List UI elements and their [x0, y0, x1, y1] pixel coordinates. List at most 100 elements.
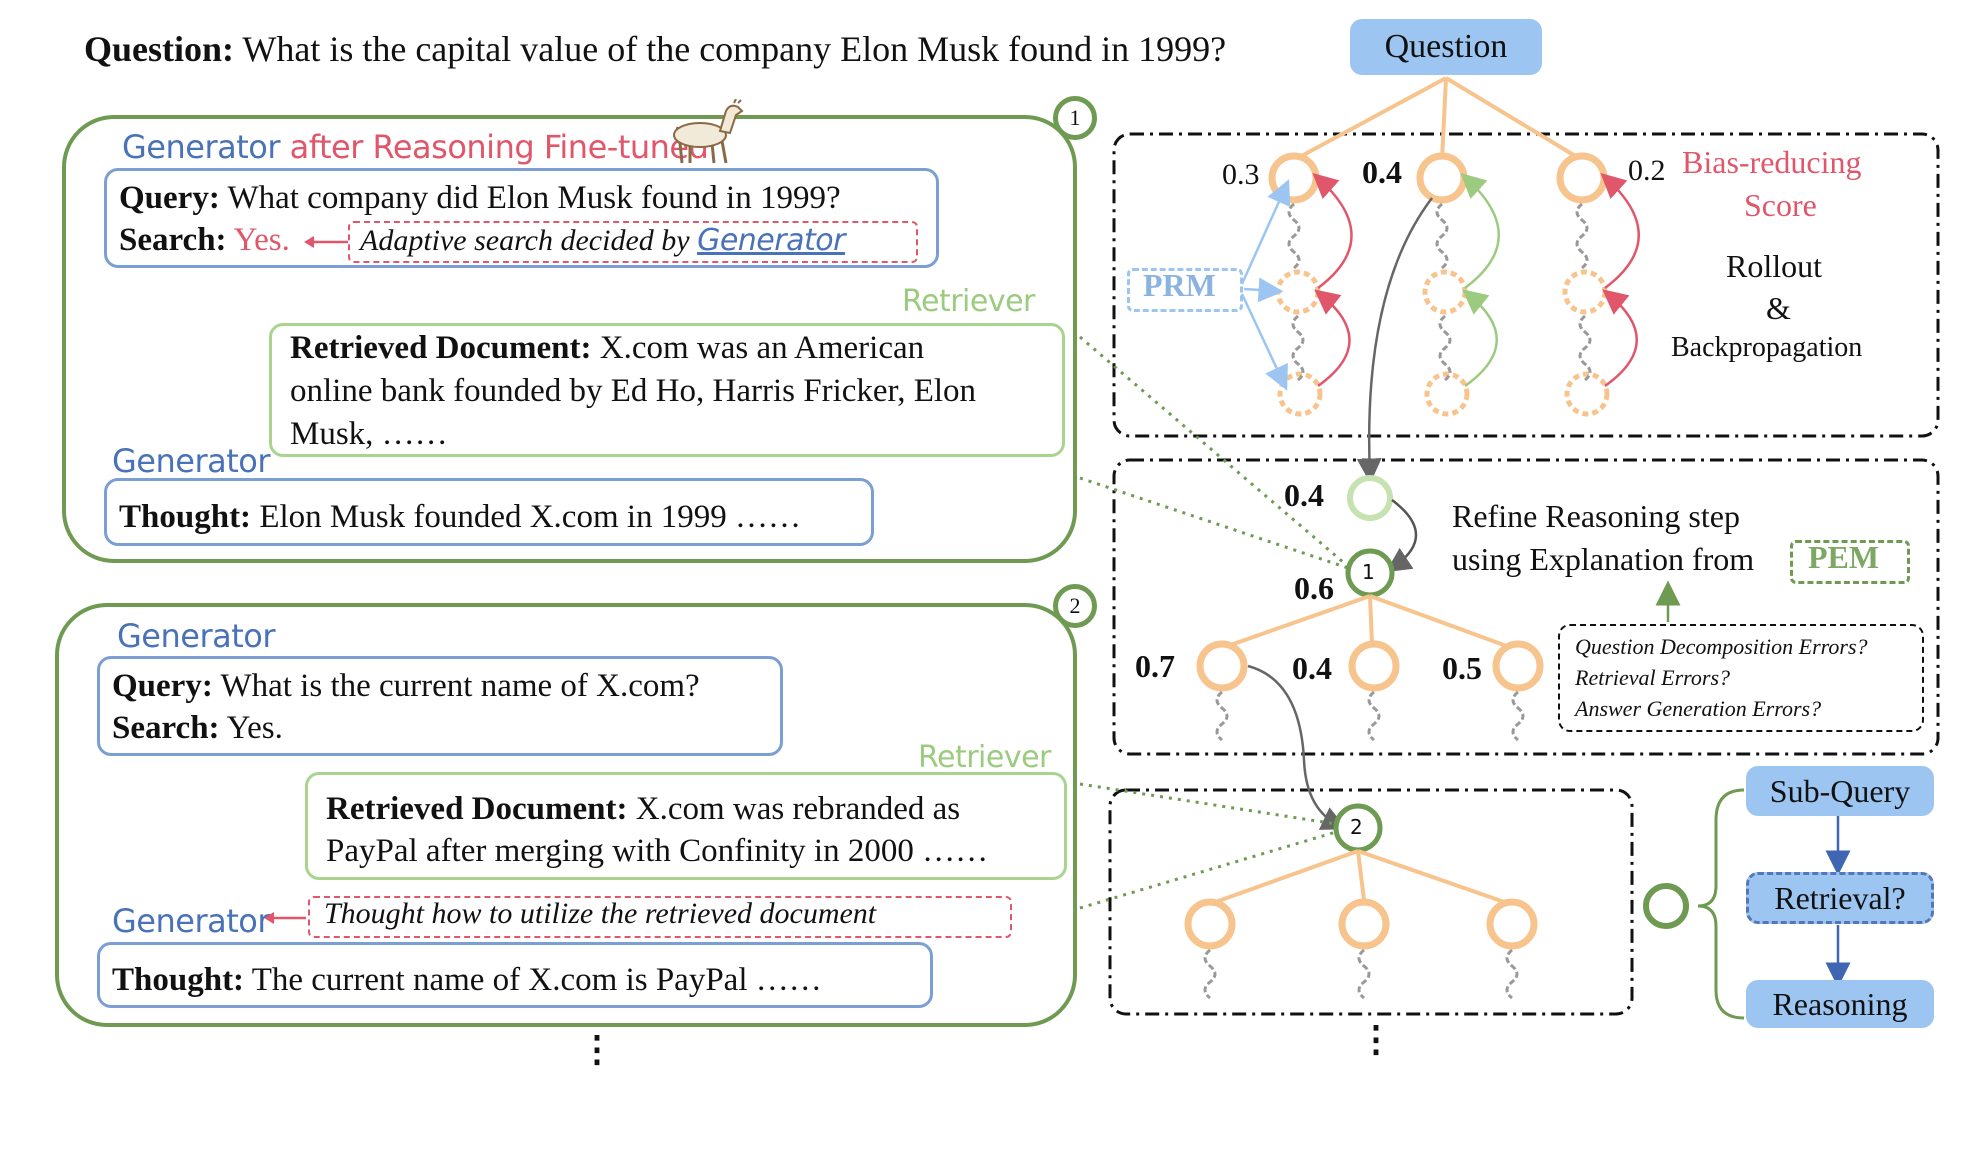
step2-query-line: Query: What is the current name of X.com…	[112, 665, 700, 708]
step2-number-badge: 2	[1053, 584, 1097, 628]
step2-doc-line2: PayPal after merging with Confinity in 2…	[326, 833, 989, 869]
tree-node	[1486, 898, 1538, 950]
step1-number-badge: 1	[1053, 96, 1097, 140]
tree-edge	[1209, 849, 1359, 906]
rollout-line2: &	[1766, 290, 1791, 326]
step2-thought-label: Thought:	[112, 962, 245, 998]
tree-node	[1348, 640, 1400, 692]
prm-arrow	[1240, 179, 1291, 285]
step1-query-label: Query:	[119, 180, 220, 216]
top-score-2: 0.4	[1362, 154, 1402, 190]
rollout-line1: Rollout	[1726, 248, 1823, 284]
selection-arrow	[1356, 197, 1433, 484]
adaptive-note-actor: Generator	[697, 223, 845, 258]
pem-box	[1790, 540, 1910, 584]
rollout-path	[1505, 948, 1519, 1000]
step1-thought-label: Thought:	[119, 499, 252, 535]
refine-line1: Refine Reasoning step	[1452, 498, 1740, 534]
question-label: Question:	[84, 29, 235, 69]
step2-query-label: Query:	[112, 668, 213, 704]
mid-selected-score: 0.4	[1284, 477, 1324, 513]
step1-thought-box	[104, 478, 874, 546]
tree-edge	[1356, 850, 1366, 901]
rollout-path	[1578, 314, 1592, 382]
dotted-connector	[1079, 782, 1337, 826]
backprop-arrow	[1462, 289, 1498, 388]
question-line: Question: What is the capital value of t…	[84, 28, 1226, 70]
rollout-node	[1424, 371, 1470, 417]
step1-thought-text: Elon Musk founded X.com in 1999 ……	[259, 499, 802, 535]
mid-child-score-3: 0.5	[1442, 650, 1482, 686]
dotted-connector	[1079, 830, 1337, 910]
step1-doc-line2: online bank founded by Ed Ho, Harris Fri…	[290, 373, 977, 409]
adaptive-search-note: Adaptive search decided by Generator	[360, 223, 845, 258]
step2-query-box	[97, 656, 783, 756]
step2-thought-box	[97, 942, 933, 1008]
left-continuation: ⋮	[579, 1029, 615, 1069]
rollout-path	[1438, 314, 1452, 382]
step1-doc-line1: X.com was an American	[599, 330, 925, 366]
rollout-node	[1562, 269, 1608, 315]
step1-search-label: Search:	[119, 222, 227, 258]
error-answer-generation: Answer Generation Errors?	[1575, 696, 1822, 721]
rollout-node	[1564, 371, 1610, 417]
step1-search-value: Yes.	[233, 222, 290, 258]
step2-search-value: Yes.	[226, 710, 283, 746]
bottom-tree-panel	[1108, 788, 1634, 1016]
top-score-1: 0.3	[1222, 158, 1260, 191]
tree-node	[1338, 898, 1390, 950]
rollout-node	[1275, 269, 1321, 315]
step2-generator2-label: Generator	[112, 902, 271, 940]
step1-retriever-label: Retriever	[902, 284, 1035, 319]
arrow-left-icon	[304, 236, 348, 248]
prm-arrow	[1243, 277, 1284, 303]
step1-query-text: What company did Elon Musk found in 1999…	[227, 180, 841, 216]
step2-thought-text: The current name of X.com is PayPal ……	[251, 962, 822, 998]
backprop-arrow	[1600, 172, 1640, 290]
rollout-path	[1203, 948, 1217, 1000]
step2-number: 2	[1069, 593, 1081, 618]
tree-node	[1196, 640, 1248, 692]
tree-edge	[1444, 76, 1584, 162]
question-node: Question	[1350, 19, 1542, 75]
bottom-node-number: 2	[1350, 815, 1363, 839]
rollout-path	[1357, 948, 1371, 1000]
error-question-decomposition: Question Decomposition Errors?	[1575, 634, 1868, 659]
tree-edge	[1357, 849, 1511, 906]
tree-node	[1347, 475, 1393, 521]
tree-node	[1268, 152, 1320, 204]
bias-line2: Score	[1744, 187, 1817, 223]
step2-thought-line: Thought: The current name of X.com is Pa…	[112, 959, 822, 1002]
error-retrieval: Retrieval Errors?	[1575, 665, 1730, 690]
refine-line2: using Explanation from	[1452, 541, 1755, 577]
step1-query-line: Query: What company did Elon Musk found …	[119, 177, 841, 220]
prm-box	[1127, 268, 1243, 312]
backprop-arrow	[1314, 289, 1351, 388]
rollout-line3: Backpropagation	[1671, 332, 1863, 363]
step2-tree-node	[1333, 803, 1383, 853]
rollout-path	[1291, 314, 1305, 382]
step1-tree-node	[1345, 548, 1395, 598]
rollout-path	[1287, 202, 1301, 270]
tree-edge	[1293, 76, 1447, 162]
backprop-arrow	[1602, 289, 1638, 388]
step1-document-line1: Retrieved Document: X.com was an America…	[290, 327, 924, 370]
step1-number: 1	[1069, 105, 1081, 130]
question-text: What is the capital value of the company…	[242, 29, 1227, 69]
dotted-connector	[1079, 476, 1349, 570]
adaptive-search-note-box	[348, 221, 918, 263]
step2-search-line: Search: Yes.	[112, 707, 283, 750]
refine-arrow	[1385, 499, 1418, 573]
top-tree-panel	[1112, 132, 1940, 438]
step1-generator-heading: Generator after Reasoning Fine-tuned	[122, 128, 709, 166]
top-score-3: 0.2	[1628, 154, 1666, 187]
tree-edge	[1221, 594, 1371, 650]
mid-refined-score: 0.6	[1294, 570, 1334, 606]
step2-query-text: What is the current name of X.com?	[220, 668, 700, 704]
arrow-left-icon	[264, 912, 306, 924]
step2-generator-label: Generator	[117, 617, 276, 655]
step2-doc-line1: X.com was rebranded as	[635, 791, 961, 827]
mid-tree-panel	[1112, 458, 1940, 756]
